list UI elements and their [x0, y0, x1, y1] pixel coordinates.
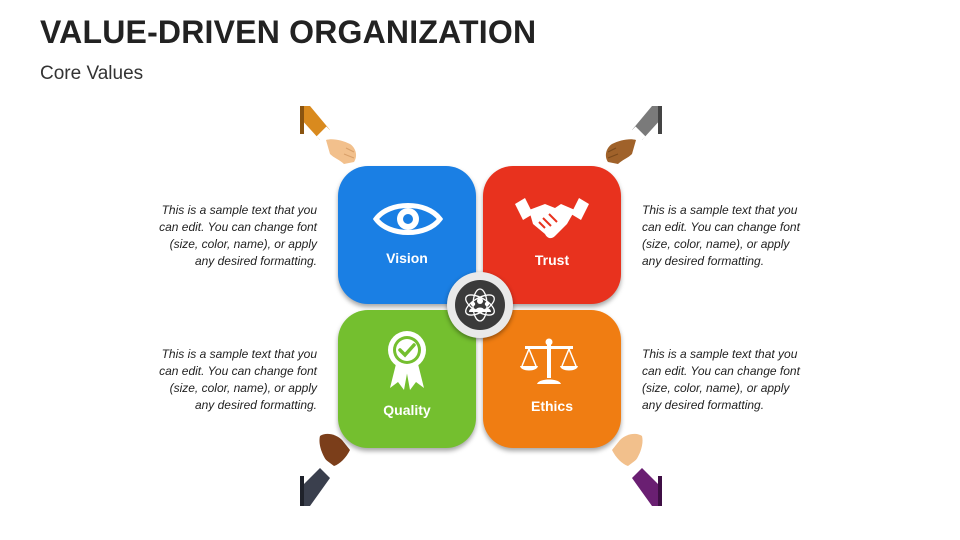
center-badge-inner: [455, 280, 505, 330]
description-line: (size, color, name), or apply: [642, 237, 790, 251]
page-title: VALUE-DRIVEN ORGANIZATION: [40, 14, 537, 50]
description-bottom-right: This is a sample text that you can edit.…: [642, 346, 812, 414]
description-line: This is a sample text that you: [161, 203, 317, 217]
description-top-left: This is a sample text that you can edit.…: [147, 202, 317, 270]
award-badge-icon: [388, 331, 426, 390]
quadrant-ethics: Ethics: [483, 310, 621, 448]
quadrant-label: Ethics: [530, 398, 573, 414]
description-line: This is a sample text that you: [161, 347, 317, 361]
description-line: This is a sample text that you: [642, 347, 798, 361]
description-line: any desired formatting.: [642, 254, 765, 268]
quadrant-label: Quality: [383, 402, 431, 418]
hand-top-right-icon: [605, 106, 662, 164]
handshake-icon: [515, 198, 589, 239]
description-line: any desired formatting.: [194, 398, 317, 412]
hand-top-left-icon: [300, 106, 357, 164]
quadrant-label: Vision: [386, 250, 428, 266]
description-line: any desired formatting.: [642, 398, 765, 412]
quadrant-vision: Vision: [338, 166, 476, 304]
quadrant-trust: Trust: [483, 166, 621, 304]
hand-bottom-left-icon: [300, 433, 350, 506]
description-line: (size, color, name), or apply: [169, 381, 317, 395]
page-subtitle: Core Values: [40, 63, 144, 84]
team-network-icon: [465, 288, 495, 322]
description-line: can edit. You can change font: [642, 364, 800, 378]
hand-bottom-right-icon: [612, 433, 662, 506]
center-badge: [447, 272, 513, 338]
quadrant-quality: Quality: [338, 310, 476, 448]
description-line: (size, color, name), or apply: [642, 381, 790, 395]
balance-scale-icon: [520, 338, 578, 384]
description-line: any desired formatting.: [194, 254, 317, 268]
description-line: can edit. You can change font: [642, 220, 800, 234]
description-top-right: This is a sample text that you can edit.…: [642, 202, 812, 270]
quadrant-label: Trust: [534, 252, 570, 268]
eye-icon: [373, 203, 443, 235]
description-line: This is a sample text that you: [642, 203, 798, 217]
description-line: can edit. You can change font: [159, 220, 317, 234]
description-line: (size, color, name), or apply: [169, 237, 317, 251]
description-bottom-left: This is a sample text that you can edit.…: [147, 346, 317, 414]
description-line: can edit. You can change font: [159, 364, 317, 378]
